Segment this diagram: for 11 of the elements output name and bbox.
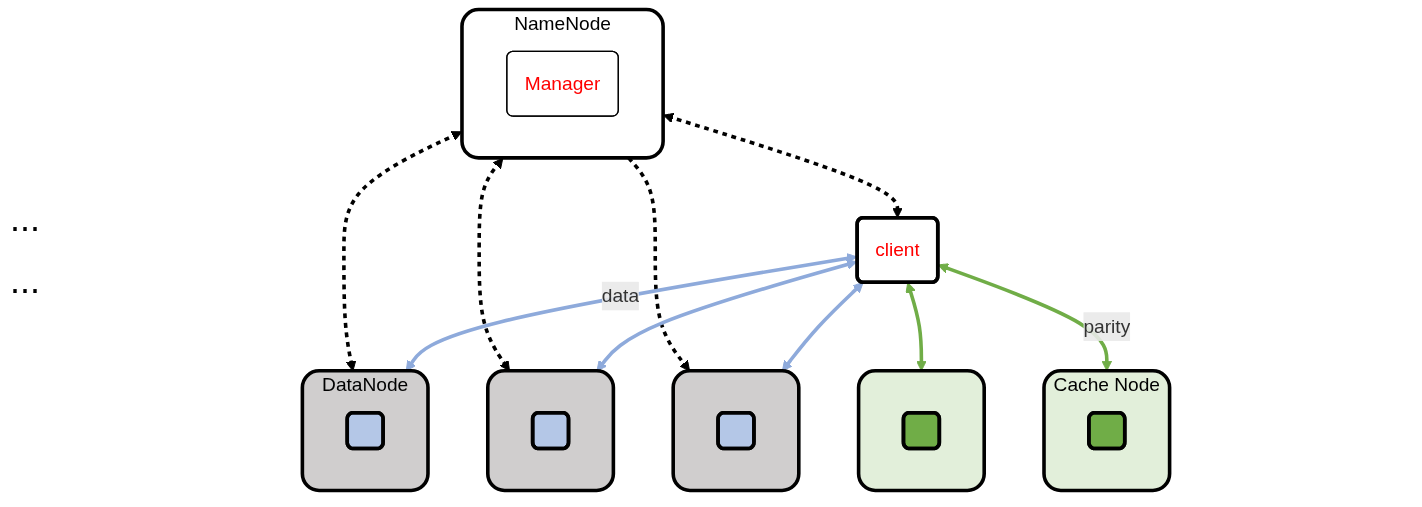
edge-label: parity — [1083, 315, 1131, 337]
cluster — [856, 369, 986, 493]
node-label: Cache Node — [1053, 374, 1161, 395]
ellipsis-text: ... — [10, 260, 40, 302]
cluster — [486, 369, 616, 493]
cluster — [1042, 369, 1172, 493]
edge-label: data — [601, 285, 640, 306]
ellipsis-text: ... — [10, 198, 40, 240]
cluster — [300, 369, 430, 493]
node-label: DataNode — [322, 374, 409, 395]
cluster — [671, 369, 801, 493]
